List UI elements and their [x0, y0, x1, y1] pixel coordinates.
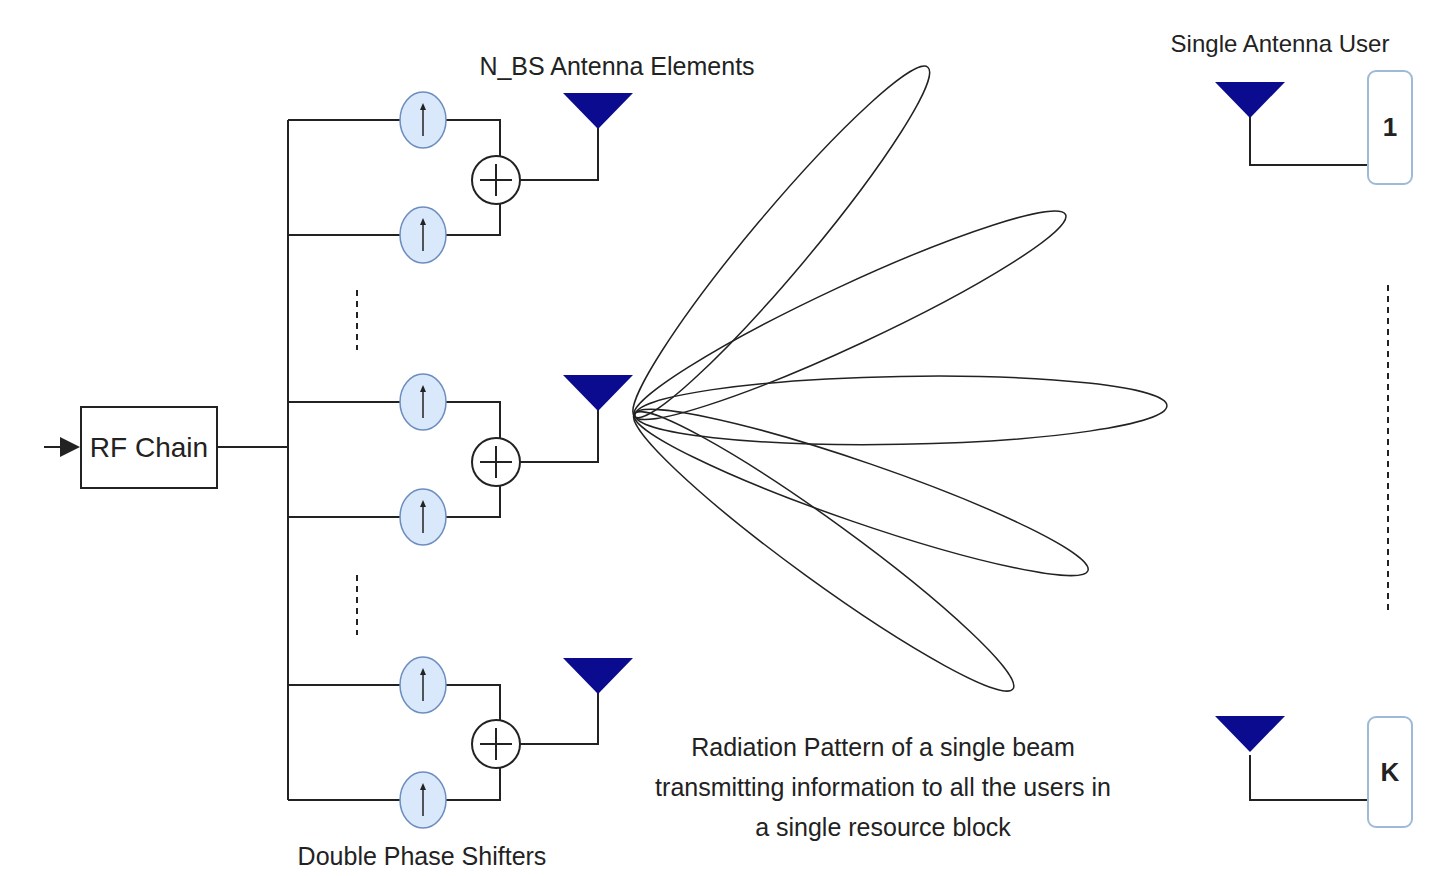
wire	[288, 204, 500, 235]
adder-sign	[495, 728, 497, 760]
node-text: K	[1381, 757, 1400, 788]
wire	[288, 768, 500, 800]
bs-antenna	[563, 658, 633, 694]
adder	[472, 438, 520, 486]
adder	[472, 156, 520, 204]
phase-shifter	[400, 207, 446, 263]
adder-sign	[495, 164, 497, 196]
rf-chain-box: RF Chain	[80, 406, 218, 489]
wire	[288, 685, 500, 720]
node-text: 1	[1383, 112, 1397, 143]
user-label: Single Antenna User	[1135, 24, 1425, 64]
phase-shifter	[400, 489, 446, 545]
adder-sign	[495, 446, 497, 478]
node-text: RF Chain	[90, 432, 208, 464]
wire	[288, 402, 500, 438]
beam-caption: Radiation Pattern of a single beam trans…	[648, 727, 1118, 847]
phase-shifter	[400, 657, 446, 713]
wire	[288, 120, 500, 156]
user-phone: 1	[1367, 70, 1413, 185]
phase-shifter	[400, 92, 446, 148]
user-phone: K	[1367, 716, 1413, 828]
adder	[472, 720, 520, 768]
phase-shifter	[400, 374, 446, 430]
bs-antenna	[563, 375, 633, 411]
bs-antenna	[563, 93, 633, 129]
phase-shifter	[400, 772, 446, 828]
antenna-array-label: N_BS Antenna Elements	[427, 46, 807, 86]
phase-shifter-label: Double Phase Shifters	[257, 836, 587, 876]
wire	[288, 486, 500, 517]
